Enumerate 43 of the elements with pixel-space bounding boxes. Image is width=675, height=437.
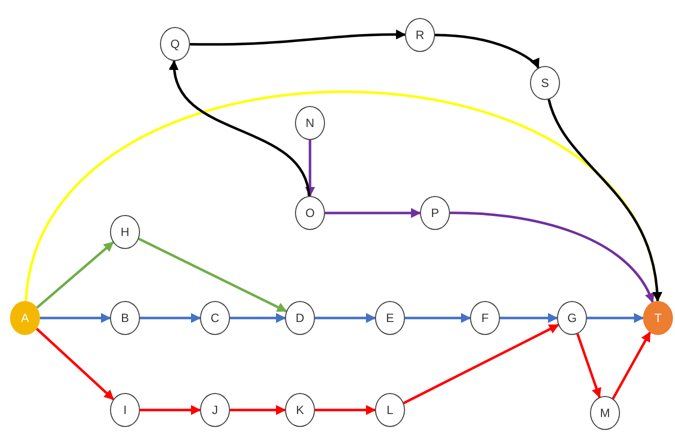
circle-node: I (110, 393, 140, 427)
arrow (576, 333, 602, 398)
arrow (140, 405, 201, 415)
circle-node: L (375, 393, 405, 427)
arrow (190, 30, 406, 46)
arrow (548, 99, 662, 302)
arrow (36, 241, 114, 309)
arrow (138, 238, 288, 312)
arrow (587, 313, 644, 323)
circle-node: P (420, 196, 450, 230)
circle-node: H (110, 215, 140, 249)
circle-node: R (405, 18, 435, 52)
circle-node: K (285, 393, 315, 427)
arrow (315, 405, 376, 415)
circle-node: A (10, 301, 40, 335)
circle-node: J (200, 393, 230, 427)
arrow (305, 140, 315, 197)
arrow (403, 324, 560, 404)
circle-node: T (643, 301, 673, 335)
circle-node: D (285, 301, 315, 335)
circle-node: G (557, 301, 587, 335)
circle-node: S (530, 66, 560, 100)
circle-node: Q (160, 27, 190, 61)
arrow (450, 212, 654, 304)
circle-node: E (375, 301, 405, 335)
circle-node: O (295, 196, 325, 230)
arrow (434, 34, 540, 69)
arrow (230, 405, 286, 415)
arrow (140, 313, 201, 323)
arrow (500, 313, 558, 323)
circle-node: C (200, 301, 230, 335)
circle-node: F (470, 301, 500, 335)
arrow (405, 313, 471, 323)
arrow (40, 313, 111, 323)
arrow (315, 313, 376, 323)
circle-node: N (295, 106, 325, 140)
arrow (612, 332, 652, 400)
arrow (170, 60, 310, 196)
arrow (36, 328, 114, 400)
circle-node: M (590, 396, 620, 430)
arrow (230, 313, 286, 323)
circle-node: B (110, 301, 140, 335)
arrow (325, 208, 421, 218)
